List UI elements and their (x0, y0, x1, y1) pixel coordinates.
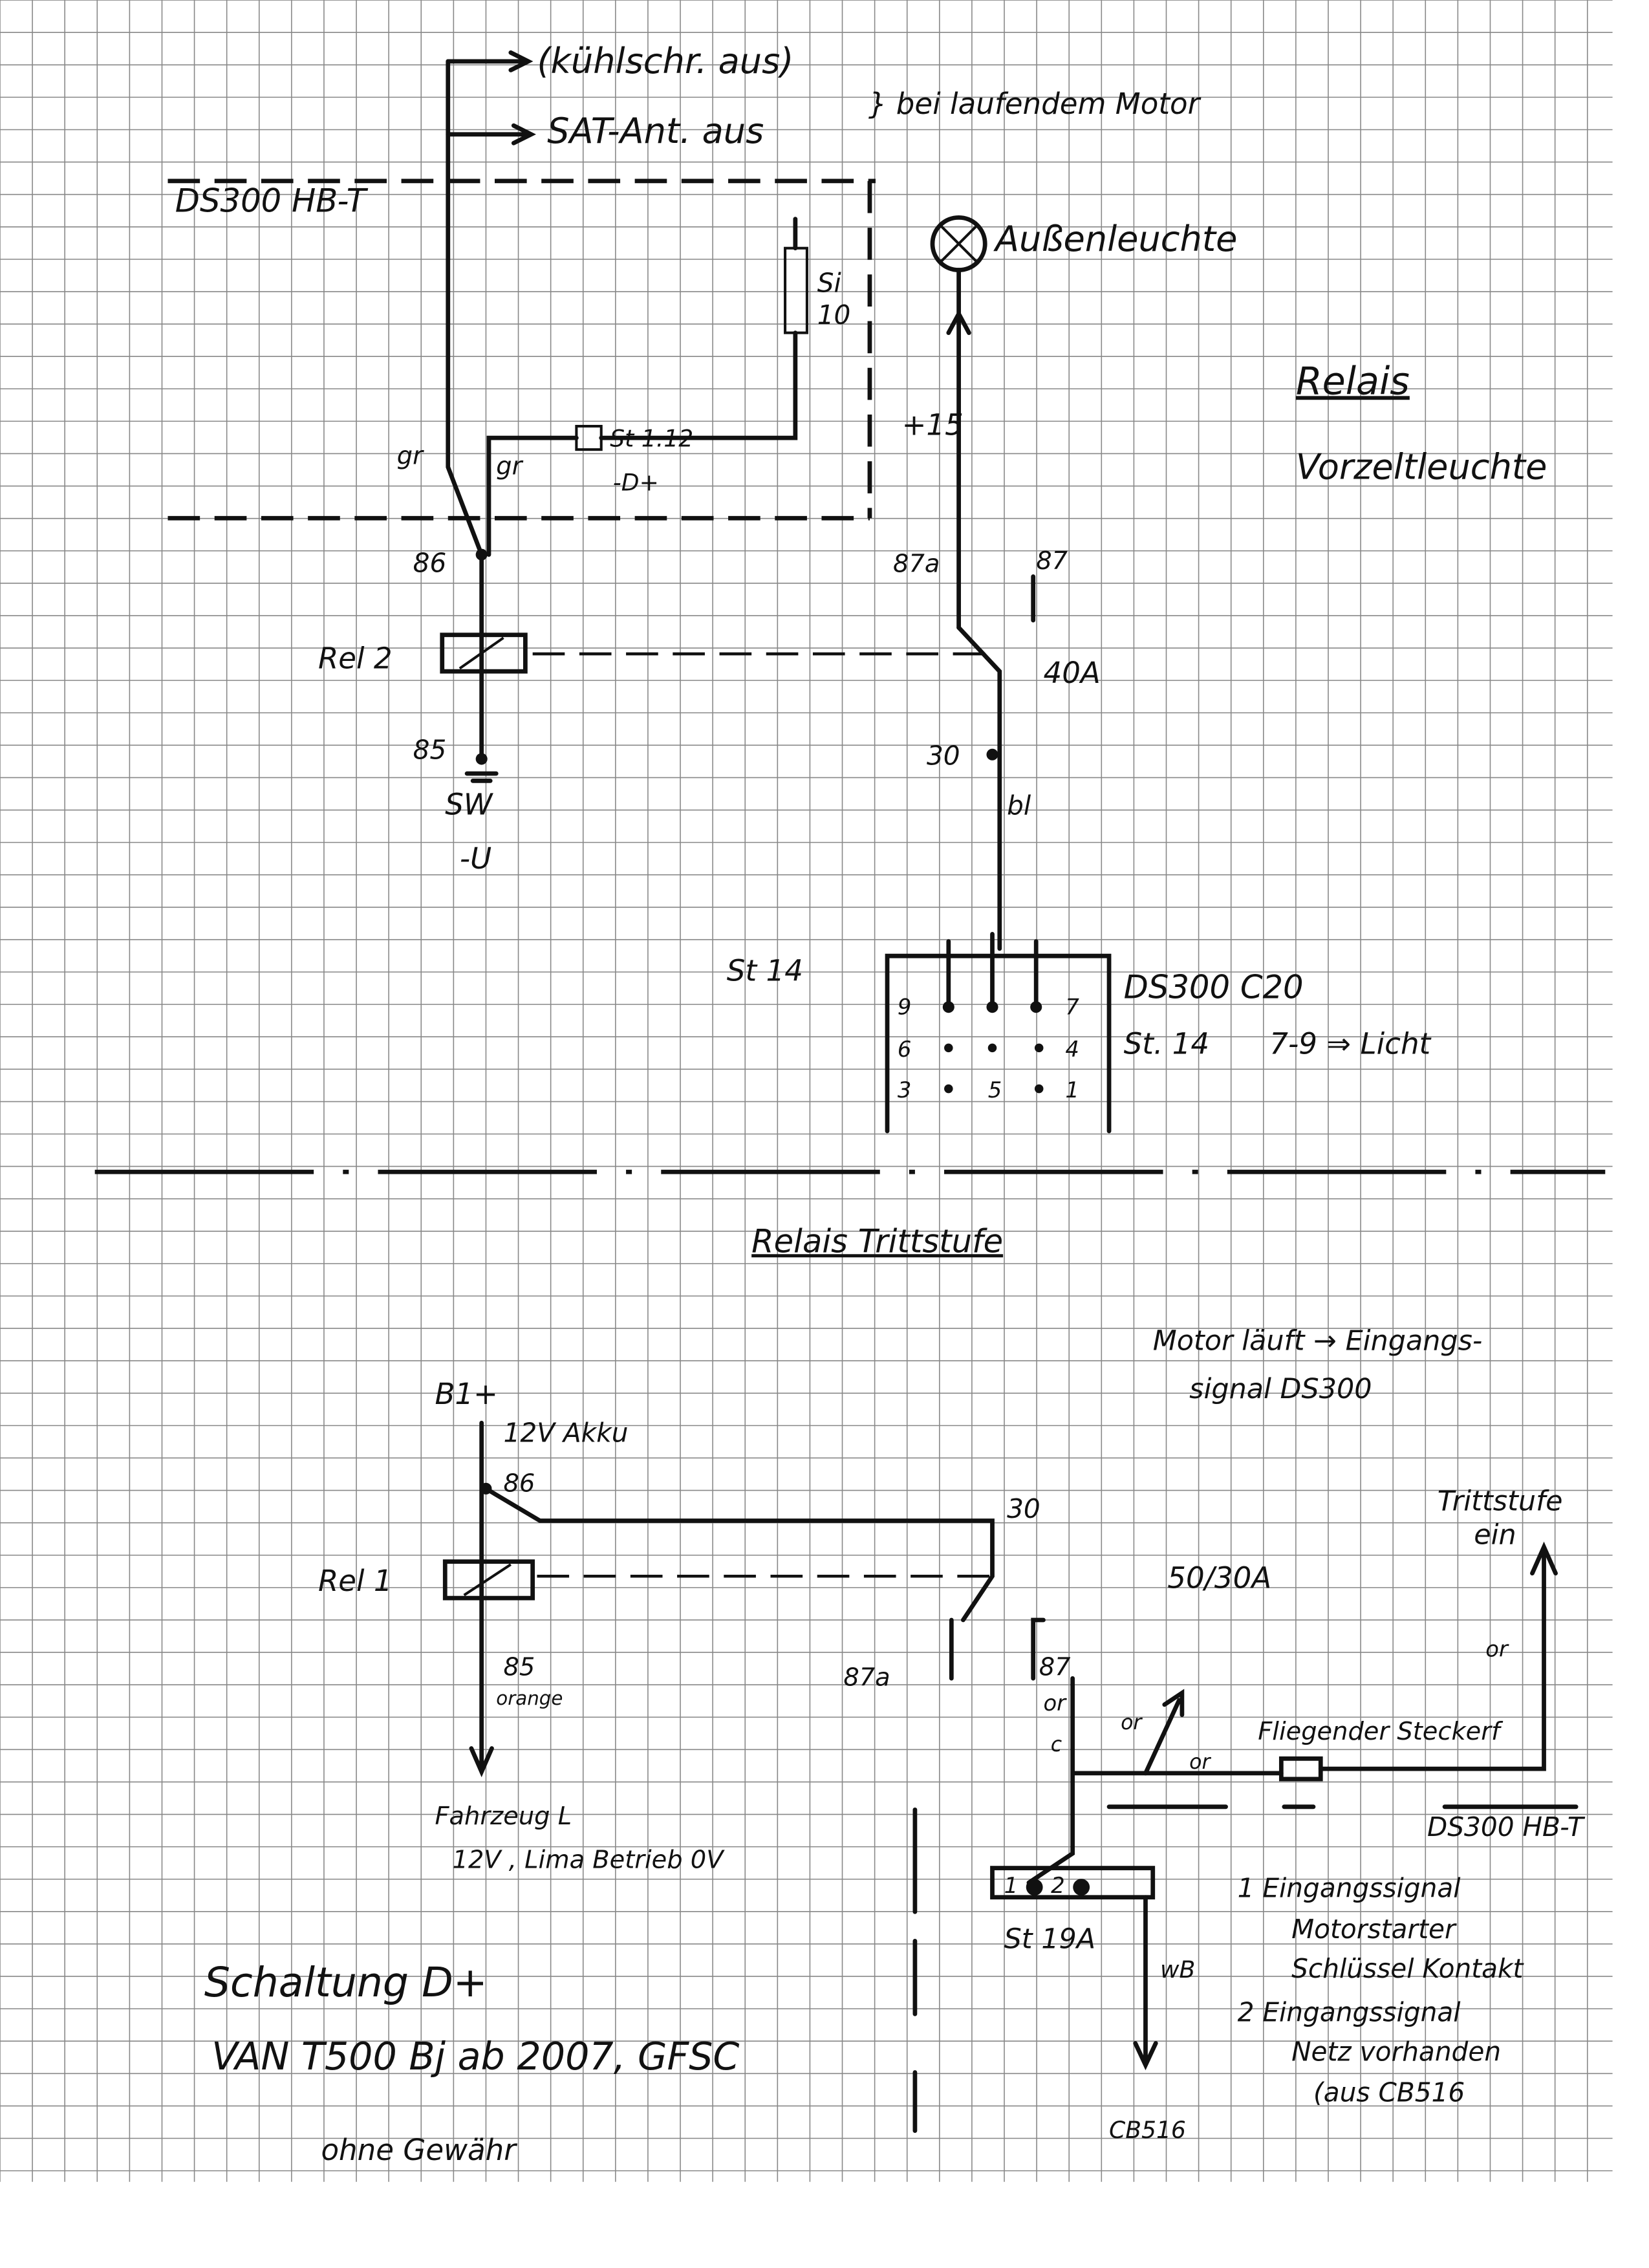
svg-text:3: 3 (898, 1077, 912, 1103)
pin-87a-label: 87a (893, 550, 940, 579)
output-sat-off: SAT-Ant. aus (547, 111, 764, 151)
svg-text:7: 7 (1065, 994, 1079, 1019)
relay-label-rel2: Rel 2 (318, 642, 393, 676)
flying-plug-label: Fliegender Steckerf (1258, 1717, 1503, 1746)
step-label: Trittstufe (1438, 1485, 1563, 1518)
legend-item: 1 Eingangssignal (1238, 1873, 1461, 1904)
relay-coil-rel1 (442, 1559, 535, 1601)
ground-label: SW (445, 787, 494, 821)
graph-paper-grid (0, 0, 1613, 2182)
box-label-ds300: DS300 HB-T (1427, 1811, 1586, 1842)
connector-ds300-c20: DS300 C20 (1124, 969, 1304, 1006)
cb516-label: CB516 (1109, 2116, 1186, 2144)
wire-color-or: or (1043, 1690, 1067, 1716)
connector-icon (575, 424, 603, 451)
wire-label-c: c (1051, 1733, 1062, 1756)
st19a-label: St 19A (1004, 1923, 1096, 1956)
legend-item: Schlüssel Kontakt (1291, 1953, 1524, 1984)
wire-color-bl: bl (1007, 790, 1031, 821)
fuse-label: Si (817, 267, 842, 298)
footer-disclaimer: ohne Gewähr (321, 2133, 517, 2167)
relay-label-rel1: Rel 1 (318, 1564, 393, 1598)
svg-text:5: 5 (988, 1077, 1002, 1103)
wire-color-or: or (1485, 1636, 1509, 1661)
output-fridge-off: (kühlschr. aus) (537, 41, 793, 81)
wire-color-or: or (1121, 1711, 1143, 1734)
brace-note: } bei laufendem Motor (868, 87, 1202, 121)
pin-30-label: 30 (927, 740, 960, 772)
section-title-vorzeltleuchte: Vorzeltleuchte (1296, 446, 1547, 487)
vehicle-voltage-note: 12V , Lima Betrieb 0V (453, 1846, 726, 1875)
minus-u-label: -U (460, 841, 491, 876)
flying-plug-icon (1278, 1756, 1323, 1782)
relay-amps-label: 50/30A (1167, 1561, 1271, 1595)
wire-color-orange: orange (496, 1687, 563, 1709)
svg-text:6: 6 (898, 1037, 912, 1062)
pin-86-label: 86 (413, 548, 447, 579)
legend: 1 Eingangssignal Motorstarter Schlüssel … (1238, 1873, 1525, 2108)
connector-st14-pins: 9 7 6 4 3 5 1 (898, 994, 1080, 1103)
section-title-relais: Relais (1296, 359, 1410, 403)
bottom-circuit: Relais Trittstufe Motor läuft → Eingangs… (204, 1222, 1586, 2167)
pin-30-label: 30 (1007, 1493, 1040, 1524)
wire-color-or: or (1189, 1751, 1211, 1774)
terminal-15-label: +15 (902, 408, 964, 442)
engine-running-note-2: signal DS300 (1189, 1373, 1372, 1405)
footer-vehicle: VAN T500 Bj ab 2007, GFSC (211, 2035, 739, 2079)
top-circuit: (kühlschr. aus) SAT-Ant. aus } bei laufe… (167, 41, 1547, 1134)
connector-st112-label: St 1.12 (610, 425, 693, 453)
relay-amps-label: 40A (1043, 656, 1100, 690)
fuse-rating: 10 (817, 299, 851, 330)
fuse-icon (784, 246, 808, 334)
step-on-label: ein (1474, 1519, 1516, 1551)
wire-color-gr: gr (397, 442, 424, 471)
ground-icon (464, 771, 499, 783)
connector-st14-housing (885, 953, 1112, 1134)
pins-7-9-light-note: 7-9 ⇒ Licht (1269, 1026, 1432, 1061)
connector-st19a-pins: 1 ● 2 ● (1004, 1873, 1091, 1898)
svg-text:4: 4 (1065, 1037, 1079, 1062)
connector-st14-note: St. 14 (1124, 1026, 1209, 1061)
wire-color-wb: wB (1160, 1956, 1195, 1983)
legend-item: Motorstarter (1291, 1914, 1457, 1945)
svg-text:9: 9 (898, 994, 912, 1019)
connector-st19a (990, 1866, 1156, 1900)
legend-item: Netz vorhanden (1291, 2036, 1501, 2067)
b1-plus-label: B1+ (435, 1377, 497, 1411)
section-title-trittstufe: Relais Trittstufe (751, 1222, 1003, 1260)
legend-item: 2 Eingangssignal (1238, 1997, 1461, 2028)
engine-running-note: Motor läuft → Eingangs- (1153, 1324, 1483, 1357)
footer-title: Schaltung D+ (204, 1958, 488, 2006)
lamp-icon (930, 215, 987, 272)
legend-item: (aus CB516 (1313, 2077, 1465, 2108)
battery-label: 12V Akku (504, 1418, 629, 1449)
svg-text:1: 1 (1065, 1077, 1079, 1103)
pin-87-label: 87 (1036, 546, 1068, 576)
lamp-label: Außenleuchte (993, 219, 1237, 259)
pin-86-label: 86 (504, 1469, 535, 1498)
connector-dplus-label: -D+ (613, 468, 659, 496)
st14-label: St 14 (727, 954, 803, 988)
relay-coil-rel2 (440, 632, 528, 674)
wire-color-gr: gr (496, 451, 523, 481)
pin-87-label: 87 (1039, 1653, 1071, 1682)
pin-87a-label: 87a (843, 1663, 890, 1692)
box-label-ds300: DS300 HB-T (175, 182, 369, 219)
pin-85-label: 85 (504, 1653, 535, 1682)
pin-85-label: 85 (413, 735, 447, 766)
vehicle-label: Fahrzeug L (435, 1802, 572, 1831)
